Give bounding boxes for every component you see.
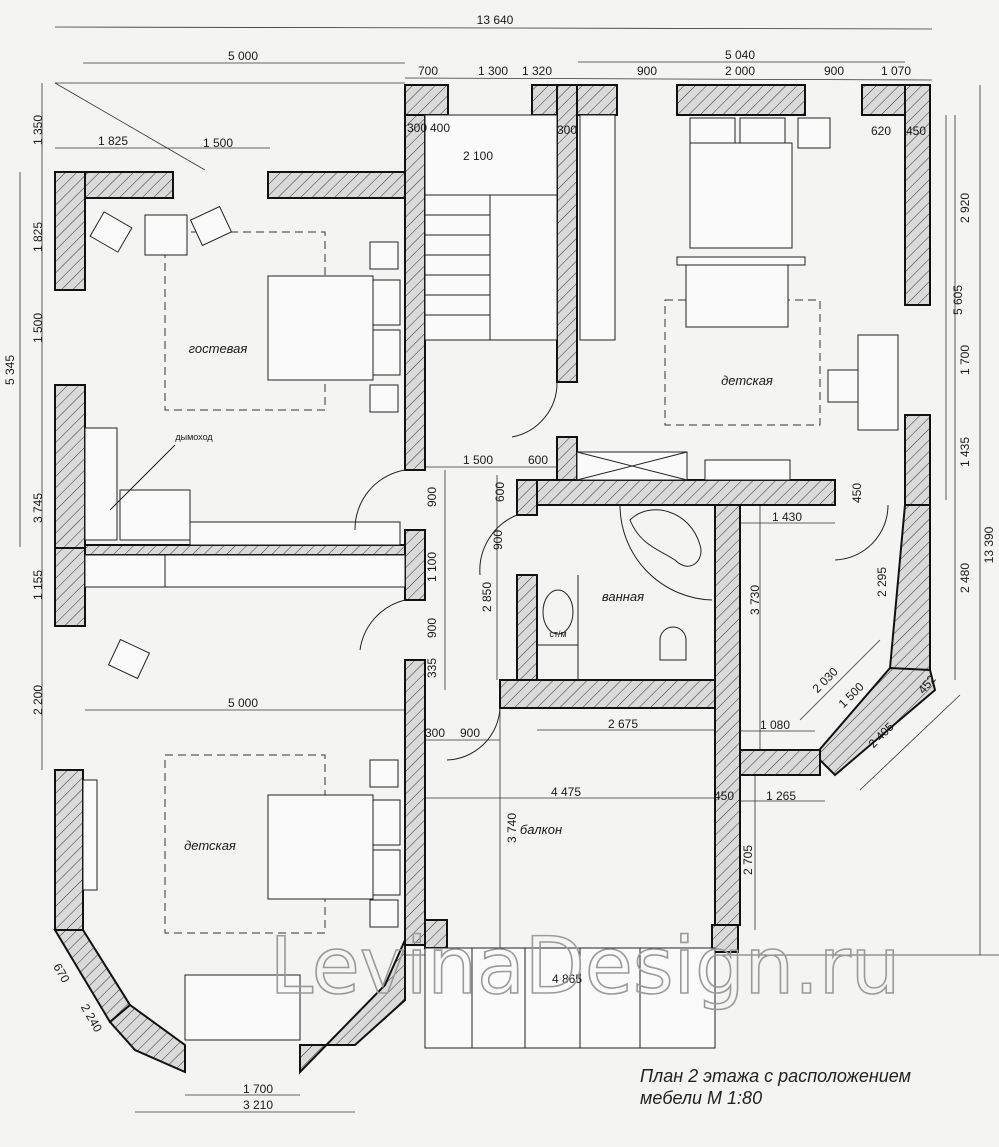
dim-label: 450 xyxy=(714,789,734,803)
caption-line2: мебели М 1:80 xyxy=(640,1088,762,1108)
dim-label: 2 675 xyxy=(608,717,638,731)
sink xyxy=(542,589,574,635)
dim-label: 900 xyxy=(425,618,439,638)
balcony-furniture xyxy=(424,947,716,1049)
room-label-bath: ванная xyxy=(602,589,644,604)
room-label-balcony: балкон xyxy=(520,822,562,837)
dim-label: 1 300 xyxy=(478,64,508,78)
room-label-kids-bottom: детская xyxy=(184,838,236,853)
stairs xyxy=(425,194,557,340)
dim-label: 2 295 xyxy=(875,567,889,597)
dim-label: 2 000 xyxy=(725,64,755,78)
dimensions-vertical: 1 350 1 825 1 500 5 345 3 745 1 155 2 20… xyxy=(3,115,996,875)
dimensions-horizontal: 13 640 5 000 700 1 300 1 320 900 5 040 2… xyxy=(98,13,926,1112)
doors xyxy=(354,381,889,761)
dim-label: 5 000 xyxy=(228,49,258,63)
dim-label: 400 xyxy=(430,121,450,135)
kids-bed-top xyxy=(689,142,793,249)
dim-label: 1 500 xyxy=(203,136,233,150)
dim-label: 600 xyxy=(493,482,507,502)
dim-label: 3 730 xyxy=(748,585,762,615)
dim-label: 1 080 xyxy=(760,718,790,732)
dim-label: 1 435 xyxy=(958,437,972,467)
dim-label: 900 xyxy=(824,64,844,78)
dim-label: 1 500 xyxy=(31,313,45,343)
dim-label: 2 480 xyxy=(958,563,972,593)
watermark: LevinaDesign.ru xyxy=(270,922,901,1012)
dim-label: 900 xyxy=(460,726,480,740)
dim-label: 1 070 xyxy=(881,64,911,78)
bathtub xyxy=(619,504,713,601)
dim-label: 5 345 xyxy=(3,355,17,385)
dim-label: 3 740 xyxy=(505,813,519,843)
dim-label: 450 xyxy=(850,483,864,503)
dim-label: 3 210 xyxy=(243,1098,273,1112)
dim-label: 2 030 xyxy=(810,664,841,695)
dim-label: 1 350 xyxy=(31,115,45,145)
dim-label: 1 500 xyxy=(463,453,493,467)
room-label-laundry: ст/м xyxy=(549,629,566,639)
dim-label: 335 xyxy=(425,658,439,678)
chimney-label: дымоход xyxy=(175,432,213,442)
kids-bed-bottom xyxy=(267,794,374,900)
guest-bed xyxy=(267,275,374,381)
dim-label: 700 xyxy=(418,64,438,78)
dim-label: 2 920 xyxy=(958,193,972,223)
dim-label: 900 xyxy=(491,530,505,550)
room-label-kids-top: детская xyxy=(721,373,773,388)
dim-label: 4 865 xyxy=(552,972,582,986)
dim-label: 1 825 xyxy=(98,134,128,148)
dim-label: 2 705 xyxy=(741,845,755,875)
dim-label: 600 xyxy=(528,453,548,467)
dim-label: 300 xyxy=(407,121,427,135)
dim-label: 900 xyxy=(637,64,657,78)
dim-label: 2 100 xyxy=(463,149,493,163)
dim-label: 2 850 xyxy=(480,582,494,612)
dim-label: 1 155 xyxy=(31,570,45,600)
dim-label: 1 265 xyxy=(766,789,796,803)
caption-line1: План 2 этажа с расположением xyxy=(640,1066,911,1086)
dim-label: 1 430 xyxy=(772,510,802,524)
dim-label: 1 700 xyxy=(958,345,972,375)
dim-label: 1 320 xyxy=(522,64,552,78)
dim-label: 13 390 xyxy=(982,526,996,563)
dim-label: 2 200 xyxy=(31,685,45,715)
room-label-guest: гостевая xyxy=(189,341,248,356)
dim-label: 1 700 xyxy=(243,1082,273,1096)
dim-label: 900 xyxy=(425,487,439,507)
dim-label: 5 605 xyxy=(951,285,965,315)
dimension-lines xyxy=(19,26,999,1113)
dim-label: 5 040 xyxy=(725,48,755,62)
dim-label: 13 640 xyxy=(477,13,514,27)
dim-label: 450 xyxy=(906,124,926,138)
dim-label: 670 xyxy=(50,961,72,986)
dim-label: 300 xyxy=(425,726,445,740)
furniture xyxy=(82,114,899,1049)
toilet xyxy=(659,626,687,661)
dim-label: 1 100 xyxy=(425,552,439,582)
dim-label: 4 475 xyxy=(551,785,581,799)
dim-label: 5 000 xyxy=(228,696,258,710)
dim-label: 620 xyxy=(871,124,891,138)
room-labels: гостевая детская ванная ст/м балкон детс… xyxy=(109,341,773,853)
dim-label: 300 xyxy=(557,123,577,137)
dim-label: 3 745 xyxy=(31,493,45,523)
dim-label: 1 825 xyxy=(31,222,45,252)
